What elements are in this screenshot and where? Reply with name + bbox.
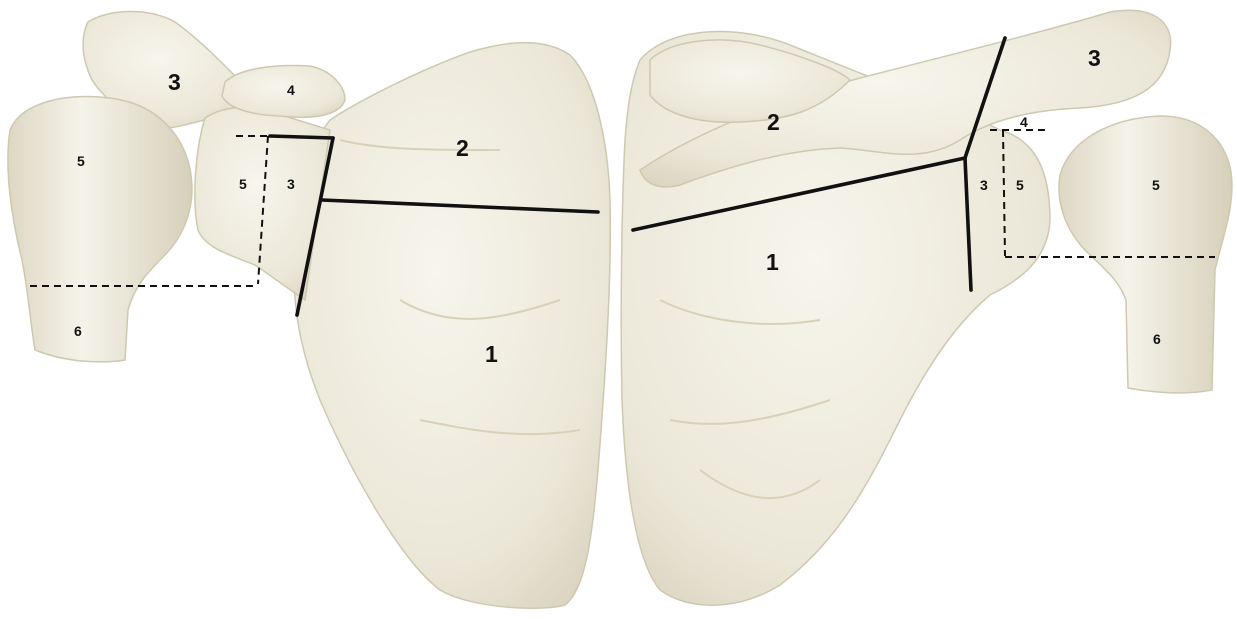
left-scapula-bone [294,43,610,609]
left-label-5-head: 5 [77,153,85,169]
right-humerus-bone [1059,116,1232,393]
right-label-5-side: 5 [1016,177,1024,193]
right-label-6: 6 [1153,331,1161,347]
right-label-4: 4 [1020,114,1028,130]
right-label-2: 2 [767,109,780,135]
right-view: 1 2 3 4 3 5 5 6 [621,10,1232,605]
left-solid-line-top [270,136,333,138]
left-label-1: 1 [485,341,498,367]
left-view: 1 2 3 4 3 5 5 6 [8,12,610,609]
left-humerus-bone [8,97,192,362]
right-label-5-head: 5 [1152,177,1160,193]
left-label-3-glenoid: 3 [287,176,295,192]
left-coracoid-bone [222,66,345,118]
left-label-5-side: 5 [239,176,247,192]
left-label-3-top: 3 [168,69,181,95]
left-label-2: 2 [456,135,469,161]
right-label-3-glenoid: 3 [980,177,988,193]
right-label-1: 1 [766,249,779,275]
left-label-6: 6 [74,323,82,339]
right-label-3-top: 3 [1088,45,1101,71]
left-label-4: 4 [287,82,295,98]
